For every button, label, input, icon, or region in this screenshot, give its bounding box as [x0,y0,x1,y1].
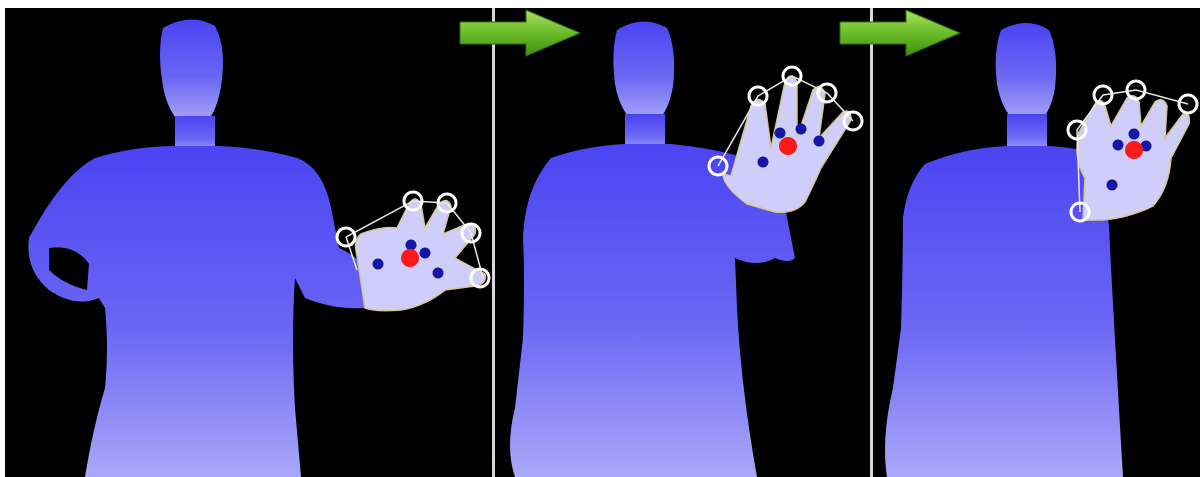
right-arrow-icon [458,8,583,58]
right-arrow-icon [838,8,963,58]
depth-image-1 [5,8,492,477]
palm-center-marker [401,249,419,267]
depth-image-2 [495,8,870,477]
depth-panel-3 [873,8,1200,477]
palm-center-marker [1125,141,1143,159]
depth-image-3 [873,8,1200,477]
depth-panel-2 [495,8,870,477]
depth-panel-1 [5,8,492,477]
palm-center-marker [779,137,797,155]
person-silhouette [28,19,365,477]
person-silhouette [885,23,1123,477]
